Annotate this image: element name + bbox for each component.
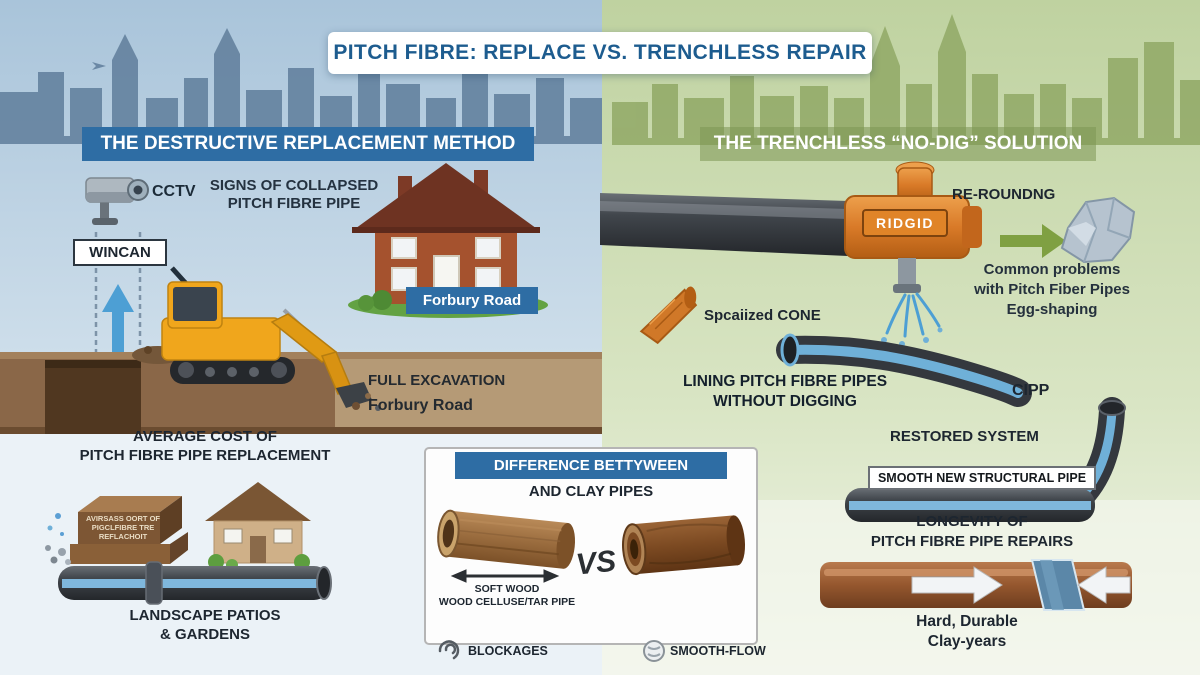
ridgid-nameplate: RIDGID xyxy=(876,215,934,231)
clay-pipe-illustration xyxy=(622,515,746,576)
blockages-label: BLOCKAGES xyxy=(468,644,548,658)
pitch-fibre-pipe-illustration xyxy=(437,509,576,569)
buried-pipe-illustration xyxy=(58,561,332,605)
cone-label: Spcaiized CONE xyxy=(704,307,821,324)
signs-text: SIGNS OF COLLAPSED PITCH FIBRE PIPE xyxy=(209,177,379,212)
white-arrow-left-icon xyxy=(1077,566,1131,604)
common-problems-text: Common problems with Pitch Fiber Pipes E… xyxy=(974,261,1130,318)
green-arrow-icon xyxy=(1000,224,1066,258)
white-arrow-right-icon xyxy=(911,566,1003,604)
longevity-pipe-illustration xyxy=(820,559,1132,611)
brick-caption: AVIRSASS OORT OF PIGCLFIBRE TRE REFLACHO… xyxy=(85,514,161,541)
restored-system-label: RESTORED SYSTEM xyxy=(890,428,1039,445)
lining-text: LINING PITCH FIBRE PIPES WITHOUT DIGGING xyxy=(682,373,888,410)
longevity-text: LONGEVITY OF PITCH FIBRE PIPE REPAIRS xyxy=(870,513,1074,550)
lining-pipe-illustration xyxy=(776,333,1032,407)
rerounding-label: RE-ROUNDNG xyxy=(952,186,1056,203)
up-arrow-icon xyxy=(102,284,134,352)
water-drops-icon xyxy=(881,327,943,347)
left-section-header: THE DESTRUCTIVE REPLACEMENT METHOD xyxy=(82,127,534,161)
durable-text: Hard, Durable Clay-years xyxy=(916,613,1018,650)
cctv-label: CCTV xyxy=(152,183,196,200)
crushed-pipe-illustration xyxy=(1060,196,1136,264)
wincan-badge: WINCAN xyxy=(73,239,167,266)
restored-pipe-illustration xyxy=(845,397,1126,522)
smooth-flow-label: SMOOTH-FLOW xyxy=(670,644,766,658)
average-cost-text: AVERAGE COST OF PITCH FIBRE PIPE REPLACE… xyxy=(79,428,331,464)
cost-bricks-illustration xyxy=(45,496,188,565)
cone-tool-illustration xyxy=(639,286,698,345)
page-title: PITCH FIBRE: REPLACE VS. TRENCHLESS REPA… xyxy=(328,32,872,74)
comparison-header: DIFFERENCE BETTYWEEN xyxy=(455,452,727,479)
full-excavation-label: FULL EXCAVATION xyxy=(368,372,506,389)
rerounding-machine-illustration xyxy=(844,161,982,293)
excavation-road-label: Forbury Road xyxy=(368,397,473,414)
cipp-label: CIPP xyxy=(1012,382,1050,399)
excavator-illustration xyxy=(132,281,381,411)
house-address-badge: Forbury Road xyxy=(406,287,538,314)
plane-icon xyxy=(92,62,106,70)
wood-pipe-caption: SOFT WOOD WOOD CELLUSE/TAR PIPE xyxy=(438,583,576,608)
smooth-flow-icon xyxy=(643,640,665,662)
comparison-panel xyxy=(424,447,758,645)
ground-band xyxy=(0,352,602,434)
main-pipe-illustration xyxy=(600,193,848,256)
vs-label: VS xyxy=(574,544,618,582)
blockages-icon xyxy=(438,640,460,660)
landscape-text: LANDSCAPE PATIOS & GARDENS xyxy=(129,607,281,643)
cctv-camera-icon xyxy=(85,177,149,225)
right-section-header: THE TRENCHLESS “NO-DIG” SOLUTION xyxy=(700,127,1096,161)
water-jet-illustration xyxy=(885,292,941,338)
comparison-subheader: AND CLAY PIPES xyxy=(528,483,654,500)
diameter-arrow-icon xyxy=(450,569,560,583)
smooth-pipe-badge: SMOOTH NEW STRUCTURAL PIPE xyxy=(868,466,1096,490)
